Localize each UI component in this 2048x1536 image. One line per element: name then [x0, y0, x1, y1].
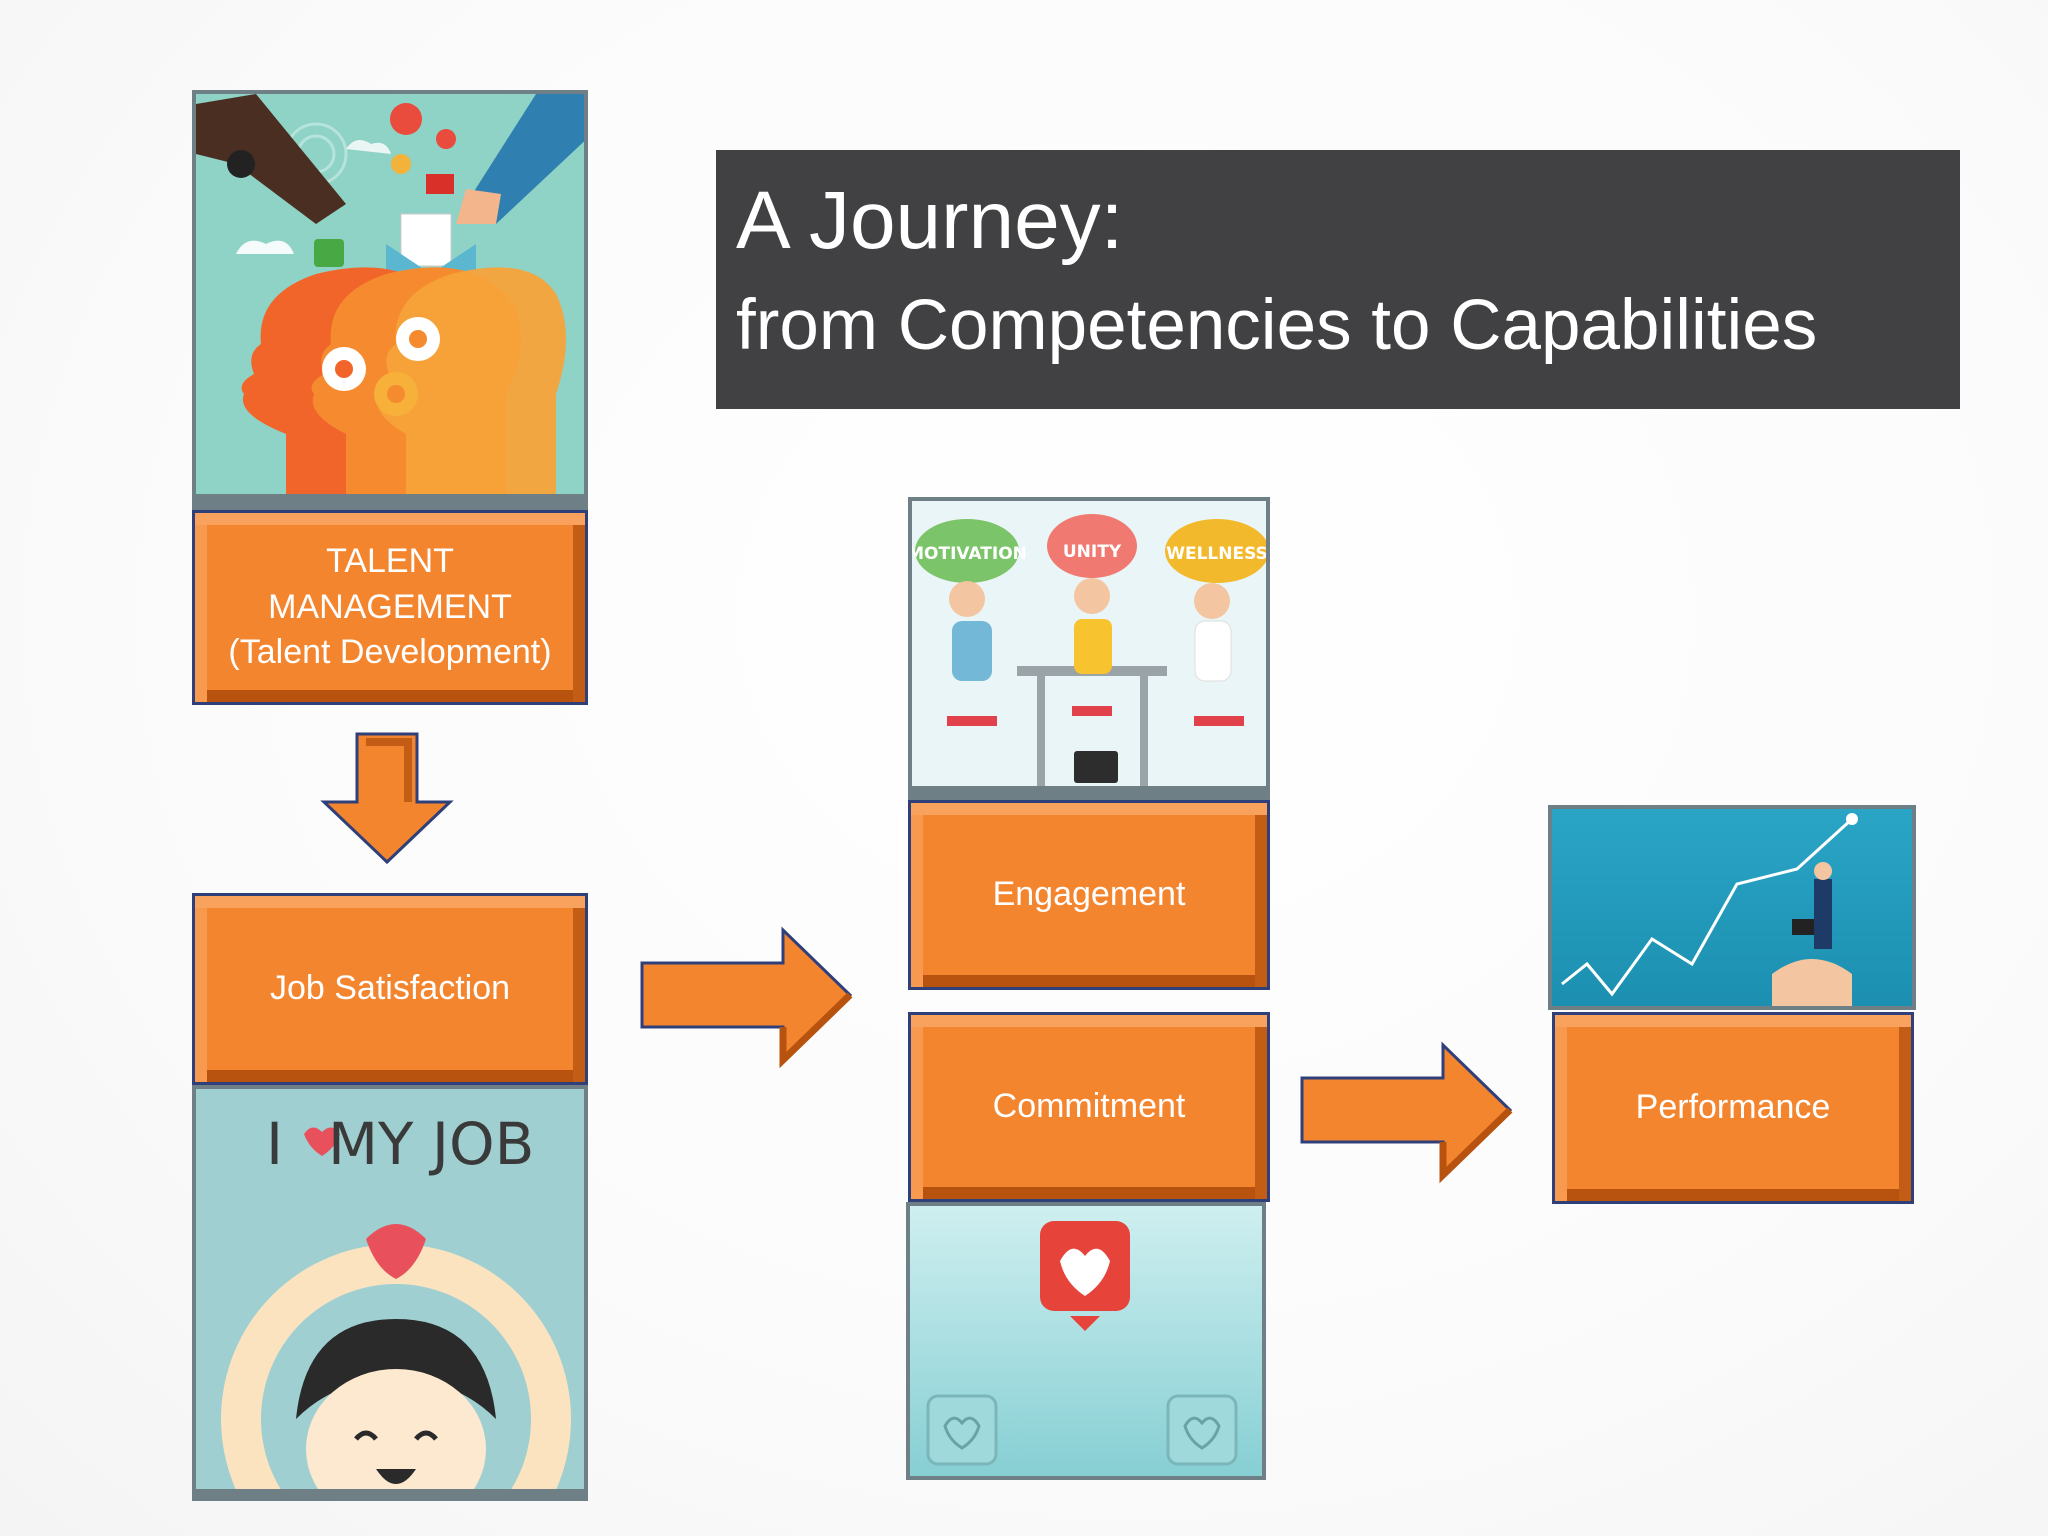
job-satisfaction-label: Job Satisfaction	[269, 969, 511, 1008]
job-banner-text: MY JOB	[328, 1110, 534, 1178]
job-satisfaction-box: Job Satisfaction	[192, 893, 588, 1085]
page-title: A Journey:	[736, 175, 1124, 266]
heads-gears-icon	[196, 94, 584, 506]
talent-line-2: MANAGEMENT	[268, 587, 512, 626]
down-arrow-icon	[320, 732, 454, 865]
cloud-unity: UNITY	[1063, 542, 1122, 562]
growth-chart-icon	[1561, 813, 1858, 1006]
cloud-wellness: WELLNESS	[1166, 544, 1268, 564]
right-arrow-icon-2	[1300, 1041, 1513, 1184]
team-meeting-icon: MOTIVATION UNITY WELLNESS	[912, 514, 1268, 796]
talent-line-3: (Talent Development)	[228, 633, 552, 672]
commitment-illustration	[906, 1202, 1266, 1480]
happy-person-icon: I MY JOB	[196, 1110, 584, 1497]
engagement-illustration: MOTIVATION UNITY WELLNESS	[908, 497, 1270, 800]
engagement-box: Engagement	[908, 800, 1270, 990]
title-banner: A Journey: from Competencies to Capabili…	[716, 150, 1960, 409]
page-subtitle: from Competencies to Capabilities	[736, 286, 1818, 365]
talent-illustration	[192, 90, 588, 510]
engagement-label: Engagement	[992, 875, 1186, 914]
job-banner-i: I	[266, 1110, 283, 1178]
commitment-label: Commitment	[992, 1087, 1186, 1126]
love-my-job-illustration: I MY JOB	[192, 1085, 588, 1501]
right-arrow-icon	[640, 926, 853, 1069]
performance-box: Performance	[1552, 1012, 1914, 1204]
heart-notification-icon	[926, 1221, 1238, 1466]
talent-line-1: TALENT	[326, 541, 454, 580]
performance-label: Performance	[1635, 1088, 1831, 1127]
commitment-box: Commitment	[908, 1012, 1270, 1202]
talent-management-box: TALENT MANAGEMENT (Talent Development)	[192, 510, 588, 705]
cloud-motivation: MOTIVATION	[908, 544, 1027, 564]
performance-illustration	[1548, 805, 1916, 1010]
